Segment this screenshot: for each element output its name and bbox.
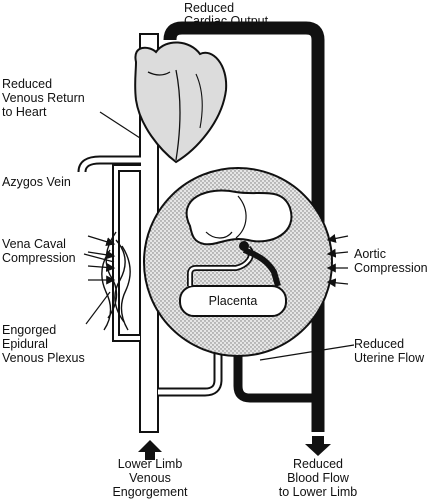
label-engorged-plexus-3: Venous Plexus: [2, 351, 85, 365]
aortic-compression-arrows: [326, 234, 349, 288]
leader-lines: [83, 111, 355, 361]
label-engorged-plexus-1: Engorged: [2, 323, 56, 337]
label-reduced-venous-return-1: Reduced: [2, 77, 52, 91]
lower-limb-engorgement-arrow: [138, 440, 162, 460]
label-engorged-plexus-2: Epidural: [2, 337, 48, 351]
azygos-vein: [77, 155, 141, 342]
label-lower-limb-1: Lower Limb: [118, 457, 183, 471]
label-reduced-venous-return-2: Venous Return: [2, 91, 85, 105]
reduced-lower-limb-flow-arrow: [305, 436, 331, 456]
fetus: [185, 189, 293, 246]
label-reduced-blood-flow-3: to Lower Limb: [279, 485, 358, 499]
heart: [134, 41, 228, 164]
label-reduced-uterine-flow-2: Uterine Flow: [354, 351, 425, 365]
label-reduced-blood-flow-1: Reduced: [293, 457, 343, 471]
label-reduced-venous-return-3: to Heart: [2, 105, 47, 119]
aorta: [163, 21, 325, 432]
label-lower-limb-2: Venous: [129, 471, 171, 485]
label-vena-caval-compression-2: Compression: [2, 251, 76, 265]
placenta-label: Placenta: [209, 294, 258, 308]
label-reduced-blood-flow-2: Blood Flow: [287, 471, 350, 485]
label-lower-limb-3: Engorgement: [112, 485, 188, 499]
label-reduced-cardiac-output-1: Reduced: [184, 1, 234, 15]
label-reduced-uterine-flow-1: Reduced: [354, 337, 404, 351]
placenta: Placenta: [179, 285, 287, 317]
label-vena-caval-compression-1: Vena Caval: [2, 237, 66, 251]
vena-caval-compression-arrows: [87, 235, 116, 285]
label-reduced-cardiac-output-2: Cardiac Output: [184, 14, 269, 28]
umbilical-cord: [187, 241, 281, 287]
label-azygos-vein: Azygos Vein: [2, 175, 71, 189]
label-aortic-compression-2: Compression: [354, 261, 428, 275]
label-aortic-compression-1: Aortic: [354, 247, 386, 261]
